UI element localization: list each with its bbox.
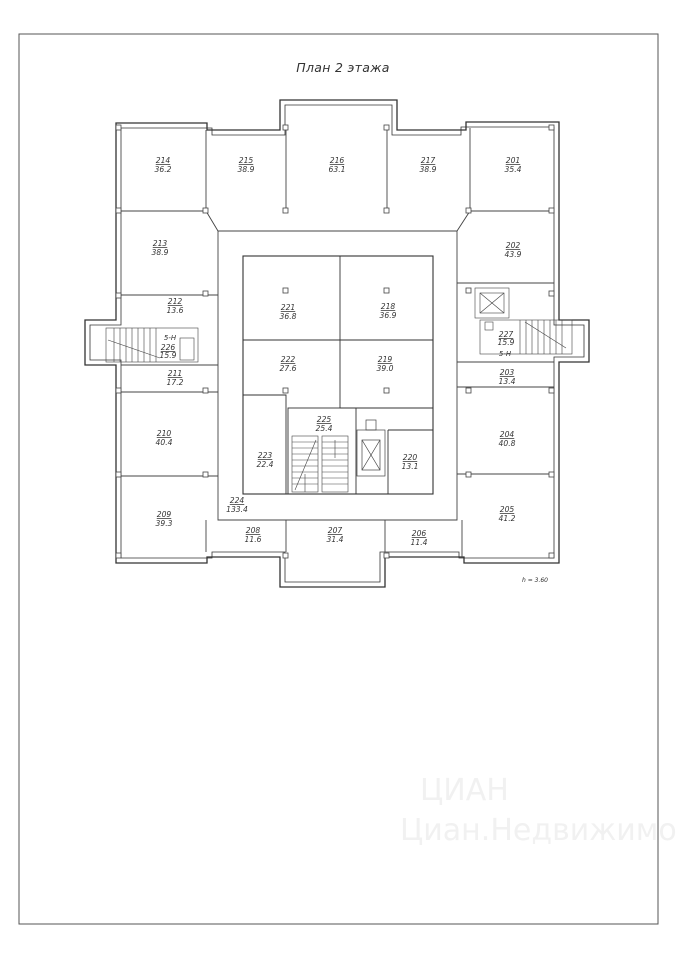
svg-text:213: 213 <box>153 239 168 248</box>
svg-text:201: 201 <box>506 156 521 165</box>
svg-text:216: 216 <box>330 156 345 165</box>
svg-text:210: 210 <box>157 429 172 438</box>
central-core <box>242 255 434 495</box>
svg-text:212: 212 <box>168 297 183 306</box>
svg-text:206: 206 <box>412 529 427 538</box>
central-staircase <box>291 435 349 493</box>
svg-text:208: 208 <box>246 526 261 535</box>
plan-title: План 2 этажа <box>296 60 389 75</box>
drawing-frame <box>18 33 659 925</box>
svg-text:223: 223 <box>258 451 273 460</box>
svg-text:205: 205 <box>500 505 515 514</box>
svg-text:40.4: 40.4 <box>156 438 173 447</box>
svg-text:17.2: 17.2 <box>167 378 184 387</box>
partitions <box>121 128 554 558</box>
svg-text:43.9: 43.9 <box>505 250 522 259</box>
svg-text:15.9: 15.9 <box>498 338 515 347</box>
svg-text:225: 225 <box>317 415 332 424</box>
stair-label-right: 5-H <box>499 350 512 358</box>
svg-text:36.2: 36.2 <box>155 165 172 174</box>
svg-text:63.1: 63.1 <box>329 165 346 174</box>
svg-text:218: 218 <box>381 302 396 311</box>
svg-text:15.9: 15.9 <box>160 351 177 360</box>
svg-text:214: 214 <box>156 156 171 165</box>
svg-text:227: 227 <box>499 330 514 339</box>
svg-text:38.9: 38.9 <box>420 165 437 174</box>
svg-text:41.2: 41.2 <box>499 514 516 523</box>
svg-text:207: 207 <box>328 526 343 535</box>
svg-text:219: 219 <box>378 355 393 364</box>
svg-text:220: 220 <box>403 453 418 462</box>
svg-text:11.4: 11.4 <box>411 538 428 547</box>
svg-text:221: 221 <box>281 303 296 312</box>
svg-text:39.0: 39.0 <box>377 364 394 373</box>
svg-text:36.9: 36.9 <box>380 311 397 320</box>
right-staircase <box>474 287 573 355</box>
svg-text:202: 202 <box>506 241 521 250</box>
svg-text:226: 226 <box>161 343 176 352</box>
svg-text:22.4: 22.4 <box>257 460 274 469</box>
svg-text:38.9: 38.9 <box>152 248 169 257</box>
svg-text:38.9: 38.9 <box>238 165 255 174</box>
height-note: h = 3.60 <box>522 577 548 584</box>
svg-text:133.4: 133.4 <box>226 505 248 514</box>
watermark-line2: Циан.Недвижимость <box>400 813 678 848</box>
svg-text:211: 211 <box>168 369 183 378</box>
svg-text:224: 224 <box>230 496 245 505</box>
svg-text:36.8: 36.8 <box>280 312 297 321</box>
central-elevator <box>356 419 386 477</box>
svg-text:40.8: 40.8 <box>499 439 516 448</box>
svg-text:13.1: 13.1 <box>402 462 419 471</box>
svg-text:39.3: 39.3 <box>156 519 173 528</box>
svg-text:203: 203 <box>500 368 515 377</box>
svg-text:222: 222 <box>281 355 296 364</box>
watermark-line1: ЦИАН <box>420 773 509 808</box>
svg-text:31.4: 31.4 <box>327 535 344 544</box>
svg-text:215: 215 <box>239 156 254 165</box>
svg-text:35.4: 35.4 <box>505 165 522 174</box>
svg-text:11.6: 11.6 <box>245 535 262 544</box>
svg-text:13.4: 13.4 <box>499 377 516 386</box>
svg-text:13.6: 13.6 <box>167 306 184 315</box>
columns <box>115 124 555 559</box>
stair-label-left: 5-H <box>164 334 177 342</box>
svg-text:25.4: 25.4 <box>316 424 333 433</box>
svg-text:204: 204 <box>500 430 515 439</box>
svg-text:209: 209 <box>157 510 172 519</box>
svg-text:217: 217 <box>421 156 436 165</box>
left-staircase <box>105 327 199 363</box>
svg-text:27.6: 27.6 <box>280 364 297 373</box>
